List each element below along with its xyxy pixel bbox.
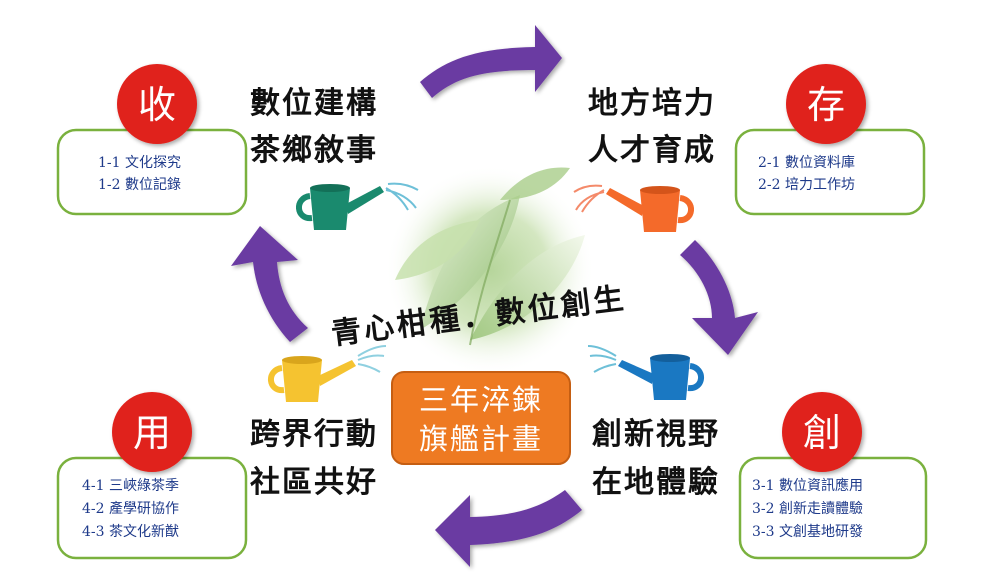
quadrant-yong: 用 4-1 三峽綠茶季 4-2 產學研協作 4-3 茶文化新猷 跨界行動 社區共… [56, 392, 378, 560]
yong-character: 用 [133, 411, 171, 455]
shou-character: 收 [138, 83, 176, 127]
yong-badge [112, 392, 192, 472]
yong-phrase-2: 社區共好 [250, 465, 378, 500]
chuang-phrase-1: 創新視野 [592, 417, 720, 452]
badge-line-1: 三年淬鍊 [419, 383, 543, 417]
cun-item-1: 2-1 數位資料庫 [758, 154, 855, 171]
chuang-badge [782, 392, 862, 472]
shou-badge [117, 64, 197, 144]
shou-phrase-1: 數位建構 [250, 86, 378, 121]
chuang-item-3: 3-3 文創基地研發 [752, 523, 863, 540]
quadrant-cun: 存 2-1 數位資料庫 2-2 培力工作坊 地方培力 人才育成 [588, 64, 926, 216]
yong-phrase-1: 跨界行動 [250, 417, 378, 452]
cycle-arrow-right [680, 240, 758, 355]
badge-line-2: 旗艦計畫 [419, 422, 543, 456]
cycle-arrow-top [420, 25, 562, 98]
cun-phrase-2: 人才育成 [588, 133, 716, 168]
cun-phrase-1: 地方培力 [588, 86, 716, 121]
cun-item-2: 2-2 培力工作坊 [758, 177, 855, 193]
yong-item-2: 4-2 產學研協作 [82, 500, 179, 517]
cycle-arrow-left [231, 226, 308, 342]
cun-character: 存 [807, 83, 845, 127]
cun-badge [786, 64, 866, 144]
yong-item-1: 4-1 三峽綠茶季 [82, 478, 179, 494]
shou-item-1: 1-1 文化探究 [98, 155, 181, 171]
watering-can-yellow-icon [268, 345, 387, 402]
cycle-arrow-bottom [435, 490, 582, 567]
center-badge: 三年淬鍊 旗艦計畫 [391, 371, 571, 465]
chuang-phrase-2: 在地體驗 [592, 465, 720, 500]
quadrant-chuang: 創 3-1 數位資訊應用 3-2 創新走讀體驗 3-3 文創基地研發 創新視野 … [592, 392, 928, 560]
chuang-item-1: 3-1 數位資訊應用 [752, 477, 863, 494]
chuang-item-2: 3-2 創新走讀體驗 [752, 501, 863, 517]
yong-item-3: 4-3 茶文化新猷 [82, 524, 179, 540]
shou-item-2: 1-2 數位記錄 [98, 176, 181, 193]
watering-can-blue-icon [587, 345, 704, 400]
watering-can-orange-icon [573, 184, 694, 232]
chuang-character: 創 [803, 411, 841, 455]
shou-phrase-2: 茶鄉敘事 [250, 133, 378, 168]
watering-can-green-icon [296, 182, 419, 230]
quadrant-shou: 收 1-1 文化探究 1-2 數位記錄 數位建構 茶鄉敘事 [56, 64, 378, 216]
tea-leaf-illustration [385, 165, 595, 375]
